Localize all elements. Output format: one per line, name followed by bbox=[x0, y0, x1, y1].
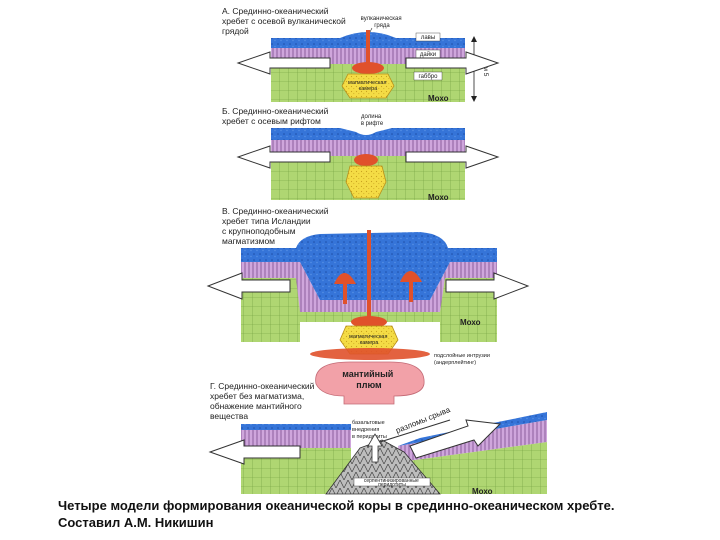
panel-a-title: А. Срединно-океанический хребет с осевой… bbox=[222, 6, 348, 36]
moho-label: Мохо bbox=[428, 193, 449, 202]
underplating-label: подслойные интрузии (андерплейтинг) bbox=[434, 352, 491, 366]
lava-layer bbox=[241, 424, 351, 430]
moho-label: Мохо bbox=[428, 94, 449, 103]
figure-caption: Четыре модели формирования океанической … bbox=[58, 497, 698, 531]
spreading-arrow-left bbox=[208, 439, 301, 465]
basalt-intrusion-label: базальтовые внедрения в перидотиты bbox=[352, 420, 387, 440]
melt-lens bbox=[354, 154, 378, 166]
panel-c-title: В. Срединно-океанический хребет типа Исл… bbox=[222, 206, 331, 246]
chamber-label: магматическая камера bbox=[348, 80, 388, 92]
chamber-label: магматическая камера bbox=[349, 334, 389, 346]
moho-label: Мохо bbox=[472, 487, 493, 496]
plume-label: мантийный плюм bbox=[342, 369, 396, 390]
panel-c: В. Срединно-океанический хребет типа Исл… bbox=[206, 206, 530, 405]
spreading-arrow-right bbox=[445, 272, 530, 300]
dike-layer bbox=[241, 262, 497, 312]
panel-a-title-line: грядой bbox=[222, 26, 249, 36]
dike-layer bbox=[241, 430, 351, 448]
panel-b-title: Б. Срединно-океанический хребет с осевым… bbox=[222, 106, 331, 126]
dikes-label: дайки bbox=[420, 51, 436, 58]
magma-intrusion bbox=[334, 273, 356, 304]
magma-chamber bbox=[341, 73, 395, 99]
spreading-arrow-right bbox=[405, 51, 500, 75]
panel-d: Г. Срединно-океанический хребет без магм… bbox=[208, 381, 547, 496]
panel-a-title-line: А. Срединно-океанический bbox=[222, 6, 329, 16]
peridotite-label: серпентинизированные перидотиты bbox=[364, 478, 420, 488]
underplating bbox=[310, 348, 430, 360]
melt-lens bbox=[352, 62, 384, 74]
panel-d-title: Г. Срединно-океанический хребет без магм… bbox=[210, 381, 317, 421]
volcanic-ridge-label: вулканическая гряда bbox=[361, 16, 404, 29]
melt-lens bbox=[351, 316, 387, 328]
caption-line-2: Составил А.М. Никишин bbox=[58, 515, 214, 530]
mantle-plume bbox=[315, 361, 425, 405]
panel-a-title-line: хребет с осевой вулканической bbox=[222, 16, 346, 26]
panel-b: Б. Срединно-океанический хребет с осевым… bbox=[222, 106, 500, 202]
spreading-arrow-left bbox=[236, 51, 331, 75]
caption-line-1: Четыре модели формирования океанической … bbox=[58, 498, 615, 513]
magma-chamber bbox=[345, 165, 387, 199]
spreading-arrow-right bbox=[405, 145, 500, 169]
rift-label: долина в рифте bbox=[361, 114, 384, 127]
lava-label: лавы bbox=[421, 35, 435, 41]
thickness-label: км 5 bbox=[482, 64, 489, 77]
lava-layer bbox=[271, 128, 465, 140]
spreading-arrow-left bbox=[206, 272, 291, 300]
magma-intrusion bbox=[400, 271, 422, 302]
gabbro-label: габбро bbox=[419, 74, 439, 80]
spreading-arrow-right bbox=[409, 419, 502, 459]
gabbro-layer bbox=[400, 442, 547, 494]
spreading-arrow-left bbox=[236, 145, 331, 169]
moho-label: Мохо bbox=[460, 318, 481, 327]
fault-label: разломы срыва bbox=[394, 405, 452, 435]
panel-a: А. Срединно-океанический хребет с осевой… bbox=[222, 6, 500, 103]
